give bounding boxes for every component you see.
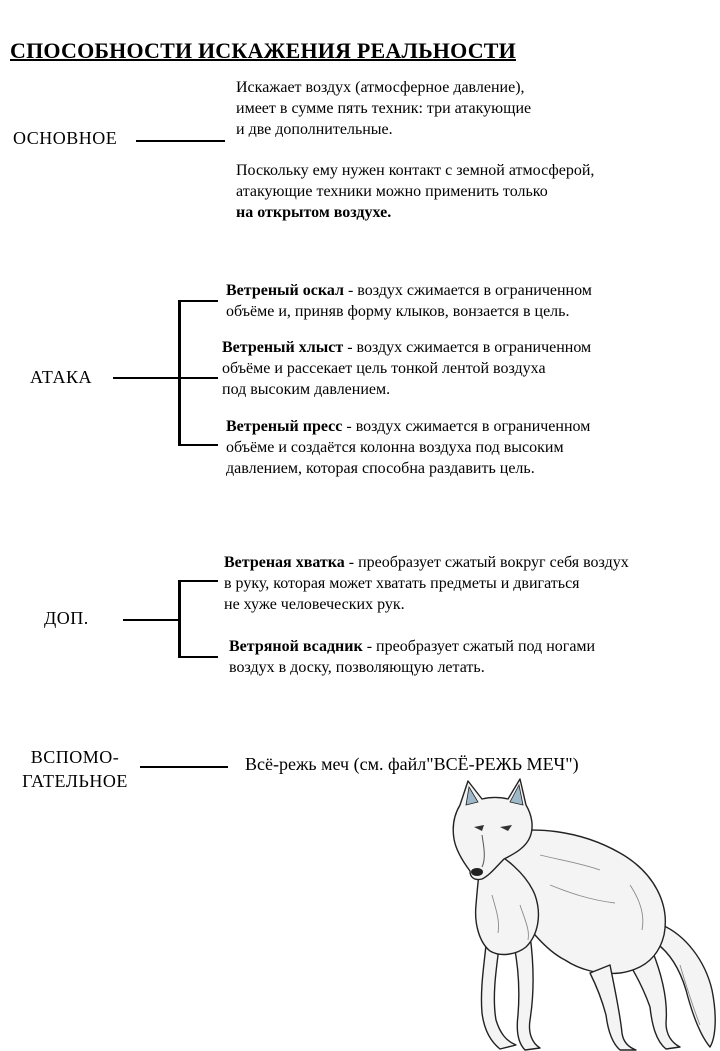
attack-item-name: Ветреный хлыст xyxy=(222,339,344,356)
wolf-illustration xyxy=(452,778,716,1051)
basic-line-3: и две дополнительные. xyxy=(236,121,393,138)
basic-line-4: Поскольку ему нужен контакт с земной атм… xyxy=(236,162,595,179)
attack-item-text: объёме и, приняв форму клыков, вонзается… xyxy=(226,303,570,320)
auxiliary-label: ВСПОМО- ГАТЕЛЬНОЕ xyxy=(12,745,138,793)
attack-bracket-mid xyxy=(178,377,218,379)
extra-connector xyxy=(123,619,180,621)
auxiliary-label-line-1: ВСПОМО- xyxy=(30,747,120,767)
attack-bracket xyxy=(178,300,181,446)
attack-label: АТАКА xyxy=(30,367,93,387)
attack-item-name: Ветреный пресс xyxy=(226,418,343,435)
auxiliary-text: Всё-режь меч (см. файл"ВСЁ-РЕЖЬ МЕЧ") xyxy=(245,754,579,774)
attack-item-text: - воздух сжимается в ограниченном xyxy=(342,418,591,435)
attack-item-text: объёме и создаётся колонна воздуха под в… xyxy=(226,439,564,456)
attack-item-text: объёме и рассекает цель тонкой лентой во… xyxy=(222,360,546,377)
basic-description: Искажает воздух (атмосферное давление), … xyxy=(236,77,531,140)
attack-bracket-bottom xyxy=(178,444,218,446)
extra-item-grip: Ветреная хватка - преобразует сжатый вок… xyxy=(224,552,629,615)
extra-item-rider: Ветряной всадник - преобразует сжатый по… xyxy=(229,636,595,678)
attack-item-text: давлением, которая способна раздавить це… xyxy=(226,460,535,477)
attack-connector xyxy=(113,377,180,379)
basic-line-2: имеет в сумме пять техник: три атакующие xyxy=(236,100,532,117)
attack-item-whip: Ветреный хлыст - воздух сжимается в огра… xyxy=(222,337,591,400)
auxiliary-connector xyxy=(140,766,228,768)
attack-item-text: - воздух сжимается в ограниченном xyxy=(343,339,592,356)
extra-label: ДОП. xyxy=(44,608,89,628)
extra-bracket xyxy=(178,580,181,658)
attack-item-text: - воздух сжимается в ограниченном xyxy=(343,282,592,299)
extra-item-text: не хуже человеческих рук. xyxy=(224,596,405,613)
extra-bracket-bottom xyxy=(178,656,218,658)
attack-bracket-top xyxy=(178,300,218,302)
auxiliary-label-line-2: ГАТЕЛЬНОЕ xyxy=(22,771,128,791)
basic-line-1: Искажает воздух (атмосферное давление), xyxy=(236,79,525,96)
basic-description-2: Поскольку ему нужен контакт с земной атм… xyxy=(236,160,594,223)
extra-item-text: - преобразует сжатый под ногами xyxy=(362,638,596,655)
attack-item-name: Ветреный оскал xyxy=(226,282,344,299)
extra-item-text: воздух в доску, позволяющую летать. xyxy=(229,659,485,676)
basic-connector xyxy=(136,140,225,142)
extra-item-text: в руку, которая может хватать предметы и… xyxy=(224,575,580,592)
page-title: СПОСОБНОСТИ ИСКАЖЕНИЯ РЕАЛЬНОСТИ xyxy=(10,38,516,63)
attack-item-press: Ветреный пресс - воздух сжимается в огра… xyxy=(226,416,590,479)
basic-emphasis: на открытом воздухе. xyxy=(236,204,392,221)
extra-item-name: Ветряной всадник xyxy=(229,638,363,655)
attack-item-text: под высоким давлением. xyxy=(222,381,391,398)
extra-item-name: Ветреная хватка xyxy=(224,554,345,571)
basic-line-5: атакующие техники можно применить только xyxy=(236,183,548,200)
attack-item-fang: Ветреный оскал - воздух сжимается в огра… xyxy=(226,280,592,322)
extra-item-text: - преобразует сжатый вокруг себя воздух xyxy=(344,554,629,571)
extra-bracket-top xyxy=(178,580,218,582)
basic-label: ОСНОВНОЕ xyxy=(13,128,118,148)
